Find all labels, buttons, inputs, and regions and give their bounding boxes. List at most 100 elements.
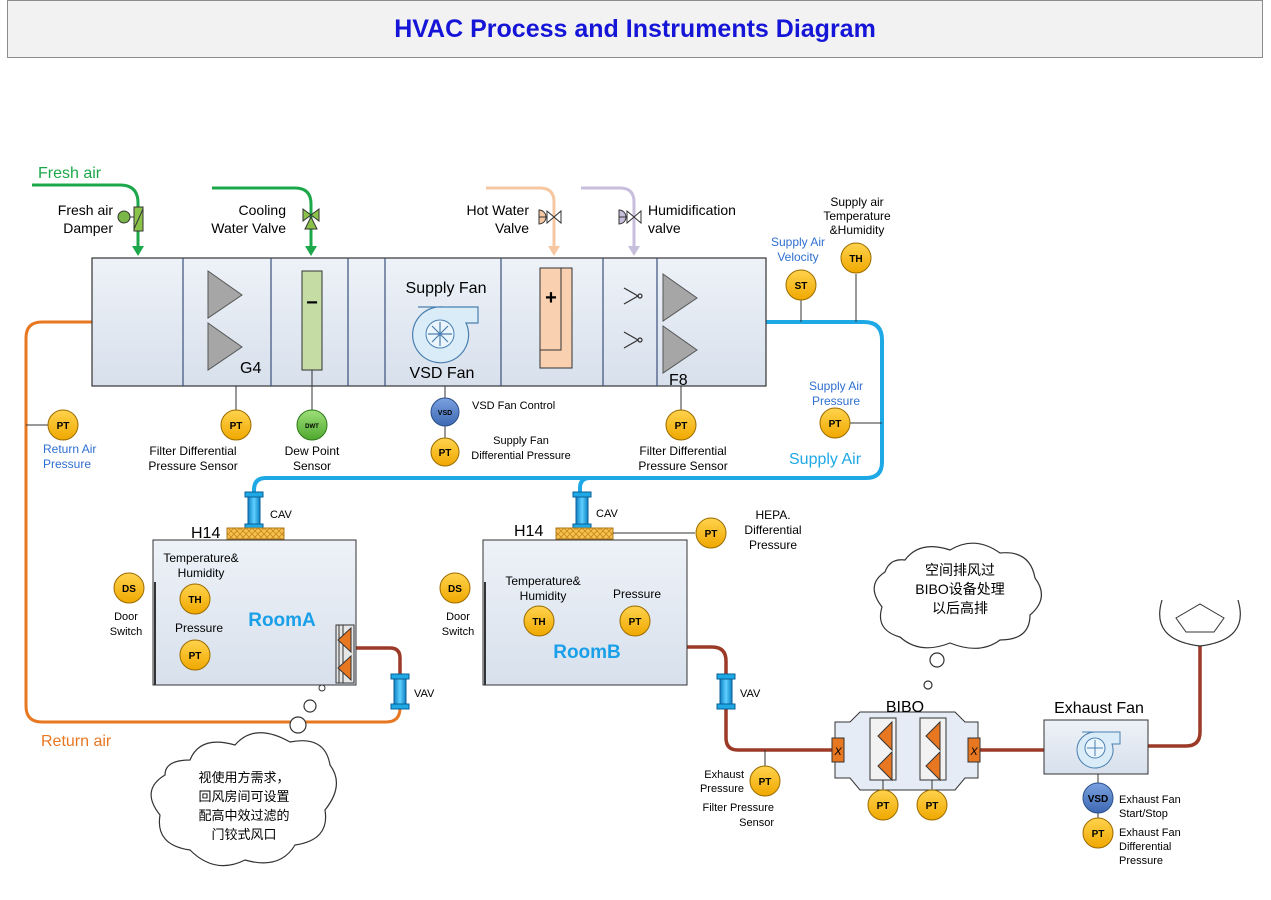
cloud-left-text: 视使用方需求，回风房间可设置配高中效过滤的门铰式风口 bbox=[198, 770, 289, 842]
room-b: RoomB Temperature&Humidity Pressure bbox=[482, 539, 688, 686]
supply-fan-icon bbox=[412, 306, 479, 364]
vsd-fan-control-label: VSD Fan Control bbox=[472, 400, 555, 412]
svg-text:TH: TH bbox=[188, 595, 201, 606]
bibo-filter-2-pt: PT bbox=[916, 789, 948, 821]
humidification-valve-icon bbox=[618, 209, 642, 225]
f8-label: F8 bbox=[669, 372, 688, 389]
room-b-exhaust-duct bbox=[687, 645, 836, 752]
svg-text:VSD: VSD bbox=[438, 410, 452, 417]
svg-text:PT: PT bbox=[759, 777, 772, 788]
hepa-dp-pt: PT bbox=[695, 517, 727, 549]
svg-text:DWT: DWT bbox=[305, 424, 319, 430]
return-air-pressure-pt: PT bbox=[47, 409, 79, 441]
heating-coil-plus: + bbox=[545, 287, 557, 309]
exhaust-fan-label: Exhaust Fan bbox=[1054, 700, 1144, 717]
exhaust-fan-unit bbox=[1043, 719, 1149, 775]
air-handling-unit: G4 − Supply Fan VSD Fan + F8 bbox=[91, 257, 767, 389]
return-air-duct bbox=[24, 320, 402, 724]
supply-temp-humidity-th: TH bbox=[840, 242, 872, 274]
supply-air-velocity-st: ST bbox=[785, 269, 817, 301]
svg-text:PT: PT bbox=[629, 617, 642, 628]
bibo-label: BIBO bbox=[886, 699, 924, 716]
exhaust-stack-icon bbox=[1159, 599, 1241, 647]
svg-text:PT: PT bbox=[439, 448, 452, 459]
filter-dp-1-pt: PT bbox=[220, 409, 252, 441]
room-b-pt: PT bbox=[619, 605, 651, 637]
page-title: HVAC Process and Instruments Diagram bbox=[394, 14, 876, 43]
svg-text:VSD: VSD bbox=[1088, 794, 1109, 805]
bibo-filter-1-icon bbox=[877, 720, 893, 782]
supply-fan-dp-pt: PT bbox=[430, 437, 460, 467]
room-a: RoomA Temperature&Humidity Pressure bbox=[152, 539, 357, 686]
exhaust-fan-vsd: VSD bbox=[1082, 782, 1114, 814]
supply-air-pressure-pt: PT bbox=[819, 407, 851, 439]
cav-b-label: CAV bbox=[596, 508, 618, 520]
dew-point-dwt: DWT bbox=[296, 409, 328, 441]
g4-filter-bottom-icon bbox=[207, 322, 243, 371]
svg-text:PT: PT bbox=[675, 421, 688, 432]
cav-a-icon bbox=[244, 491, 264, 531]
svg-text:DS: DS bbox=[122, 584, 136, 595]
vsd-fan-label: VSD Fan bbox=[410, 365, 475, 382]
cloud-left bbox=[150, 699, 337, 867]
svg-text:DS: DS bbox=[448, 584, 462, 595]
svg-text:PT: PT bbox=[877, 801, 890, 812]
bibo-filter-2-icon bbox=[925, 720, 941, 782]
room-a-pressure-label: Pressure bbox=[175, 621, 223, 635]
return-air-label: Return air bbox=[41, 733, 112, 750]
svg-text:TH: TH bbox=[849, 254, 862, 265]
room-a-return-duct bbox=[356, 646, 402, 676]
cloud-right bbox=[873, 542, 1042, 690]
heating-coil bbox=[539, 267, 573, 369]
fan-to-stack-duct bbox=[1146, 646, 1202, 748]
supply-branch-a bbox=[252, 476, 600, 496]
cooling-coil bbox=[301, 270, 323, 371]
f8-filter-bottom-icon bbox=[662, 325, 698, 374]
vav-a-label: VAV bbox=[414, 688, 435, 700]
room-a-label: RoomA bbox=[248, 610, 316, 631]
hot-water-valve-icon bbox=[538, 209, 562, 225]
hot-water-pipe bbox=[486, 186, 556, 250]
room-b-door-switch-ds: DS bbox=[439, 572, 471, 604]
fresh-air-damper-icon bbox=[117, 206, 144, 232]
cooling-water-valve-icon bbox=[302, 208, 320, 230]
room-b-label: RoomB bbox=[553, 642, 621, 663]
hepa-filter-b bbox=[555, 527, 614, 540]
room-a-pt: PT bbox=[179, 639, 211, 671]
supply-air-label: Supply Air bbox=[789, 451, 862, 468]
svg-text:PT: PT bbox=[189, 651, 202, 662]
bibo-outlet-x: X bbox=[969, 746, 978, 758]
room-a-door-switch-ds: DS bbox=[113, 572, 145, 604]
humidification-pipe bbox=[581, 186, 636, 250]
svg-text:PT: PT bbox=[829, 419, 842, 430]
svg-text:PT: PT bbox=[1092, 829, 1105, 840]
g4-filter-top-icon bbox=[207, 270, 243, 319]
supply-air-duct bbox=[578, 320, 884, 496]
room-b-pressure-label: Pressure bbox=[613, 587, 661, 601]
room-a-th: TH bbox=[179, 583, 211, 615]
exhaust-fan-icon bbox=[1076, 731, 1121, 769]
room-b-temp-humidity-label: Temperature&Humidity bbox=[505, 574, 580, 603]
svg-text:PT: PT bbox=[705, 529, 718, 540]
cav-b-icon bbox=[572, 491, 592, 531]
h14-a-label: H14 bbox=[191, 525, 220, 542]
h14-b-label: H14 bbox=[514, 523, 543, 540]
vav-b-icon bbox=[716, 673, 736, 710]
